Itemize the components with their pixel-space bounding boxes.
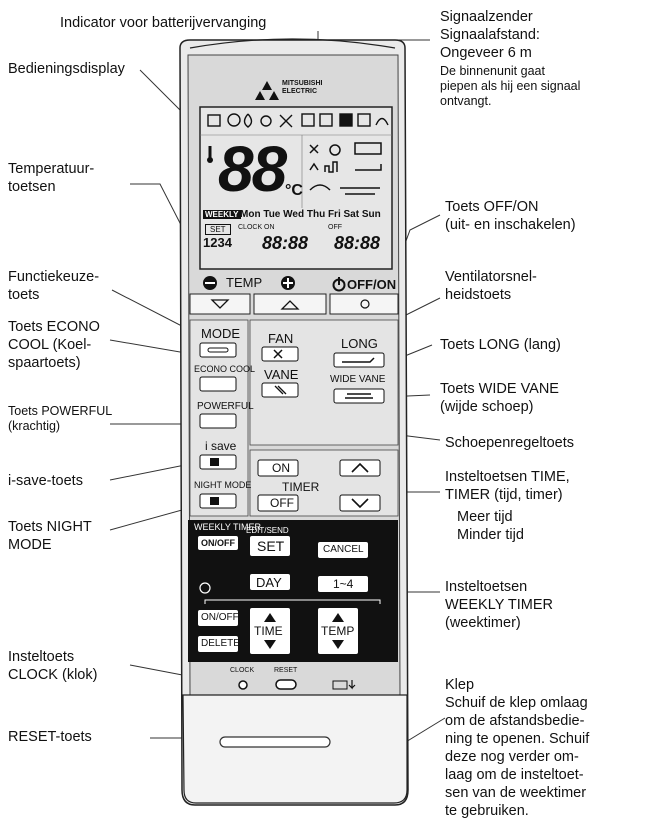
annotation-signal: Signaalzender Signaalafstand: Ongeveer 6… xyxy=(440,9,540,61)
timer-off-button xyxy=(257,494,299,512)
weekly-onoff2-label: ON/OFF xyxy=(201,612,239,623)
annotation-klep: Klep Schuif de klep omlaag om de afstand… xyxy=(445,677,590,819)
long-button xyxy=(333,352,385,368)
annotation-display: Bedieningsdisplay xyxy=(8,61,125,77)
lcd-temperature-digits: 88 xyxy=(218,133,287,205)
cancel-button xyxy=(318,542,368,558)
weekly-onoff-label: ON/OFF xyxy=(201,538,235,548)
lcd-numbers: 1234 xyxy=(203,235,232,250)
timer-down-button xyxy=(339,494,381,512)
annotation-clock: Insteltoets CLOCK (klok) xyxy=(8,649,98,683)
clock-icon xyxy=(199,582,211,594)
vane-button xyxy=(261,382,299,398)
fan-icon xyxy=(273,349,283,359)
lcd-unit: °C xyxy=(285,182,303,199)
annotation-function: Functiekeuze- toets xyxy=(8,269,100,303)
econo-cool-button xyxy=(199,376,237,392)
cancel-label: CANCEL xyxy=(323,544,364,555)
timer-off-label: OFF xyxy=(270,496,294,510)
lcd-weekly-badge: WEEKLY xyxy=(203,210,241,219)
delete-button xyxy=(198,636,238,652)
lcd-mode-icons xyxy=(207,113,389,128)
range-label: 1~4 xyxy=(333,577,354,591)
night-label: NIGHT MODE xyxy=(194,480,252,490)
annotation-signal-note: De binnenunit gaat piepen als hij een si… xyxy=(440,64,581,108)
delete-label: DELETE xyxy=(201,638,240,649)
mode-button xyxy=(199,342,237,358)
annotation-temp-keys: Temperatuur- toetsen xyxy=(8,161,95,195)
time-label: TIME xyxy=(254,624,283,638)
lcd-clock-on: CLOCK ON xyxy=(238,224,275,231)
battery-icon xyxy=(332,680,348,690)
fan-label: FAN xyxy=(268,331,294,346)
annotation-night: Toets NIGHT MODE xyxy=(8,519,92,553)
isave-label: i save xyxy=(205,439,237,453)
annotation-offon: Toets OFF/ON (uit- en inschakelen) xyxy=(445,199,576,233)
annotation-long: Toets LONG (lang) xyxy=(440,337,561,353)
powerful-button xyxy=(199,413,237,429)
weekly-timer-label: WEEKLY TIMER xyxy=(194,522,262,532)
temp-weekly-label: TEMP xyxy=(321,624,355,638)
widevane-label: WIDE VANE xyxy=(330,374,386,385)
lcd-fan-vane-icons xyxy=(309,142,382,195)
annotation-isave: i-save-toets xyxy=(8,473,83,489)
annotation-vane: Schoepenregeltoets xyxy=(445,435,574,451)
temp-up-button xyxy=(253,293,327,315)
annotation-reset: RESET-toets xyxy=(8,729,92,745)
wide-vane-button xyxy=(333,388,385,404)
annotation-weekly: Insteltoetsen WEEKLY TIMER (weektimer) xyxy=(445,579,553,631)
set-button xyxy=(250,536,290,556)
weekly-onoff2-button xyxy=(198,610,238,626)
annotation-econo: Toets ECONO COOL (Koel- spaartoets) xyxy=(8,319,100,371)
lcd-set-badge: SET xyxy=(205,224,231,235)
timer-on-button xyxy=(257,459,299,477)
cover-flap xyxy=(182,694,408,804)
lcd-off-small: OFF xyxy=(328,224,342,231)
fan-button xyxy=(261,346,299,362)
annotation-more-less: Meer tijd Minder tijd xyxy=(457,509,524,543)
temp-label: TEMP xyxy=(226,275,263,290)
edit-send-label: EDIT/SEND xyxy=(246,526,289,535)
temp-down-button xyxy=(189,293,251,315)
timer-label: TIMER xyxy=(282,480,320,494)
lcd-days: Mon Tue Wed Thu Fri Sat Sun xyxy=(240,209,381,220)
signal-emitter xyxy=(189,38,396,49)
offon-label: OFF/ON xyxy=(347,277,397,292)
powerful-label: POWERFUL xyxy=(197,401,254,412)
vane-label: VANE xyxy=(264,367,299,382)
reset-label: RESET xyxy=(274,667,298,674)
clock-label: CLOCK xyxy=(230,667,255,674)
timer-on-label: ON xyxy=(272,461,290,475)
lcd-time1: 88:88 xyxy=(262,233,309,253)
brand-label: MITSUBISHI ELECTRIC xyxy=(282,80,323,95)
long-label: LONG xyxy=(341,336,378,351)
range-button xyxy=(318,576,368,592)
reset-button xyxy=(275,679,297,690)
day-button xyxy=(250,574,290,590)
mitsubishi-logo-icon xyxy=(255,81,279,100)
clock-button xyxy=(238,680,248,690)
weekly-onoff-button xyxy=(198,536,238,550)
offon-button xyxy=(329,293,399,315)
temp-weekly-button xyxy=(318,608,358,654)
annotation-widevane: Toets WIDE VANE (wijde schoep) xyxy=(440,381,559,415)
timer-up-button xyxy=(339,459,381,477)
lcd-time2: 88:88 xyxy=(334,233,381,253)
annotation-battery: Indicator voor batterijvervanging xyxy=(60,15,267,31)
annotation-fanspeed: Ventilatorsnel- heidstoets xyxy=(445,269,537,303)
time-button xyxy=(250,608,290,654)
day-label: DAY xyxy=(256,575,282,590)
set-label: SET xyxy=(257,538,285,554)
annotation-time-timer: Insteltoetsen TIME, TIMER (tijd, timer) xyxy=(445,469,570,503)
mode-label: MODE xyxy=(201,326,240,341)
econo-label: ECONO COOL xyxy=(194,364,256,374)
annotation-powerful: Toets POWERFUL (krachtig) xyxy=(8,404,113,433)
